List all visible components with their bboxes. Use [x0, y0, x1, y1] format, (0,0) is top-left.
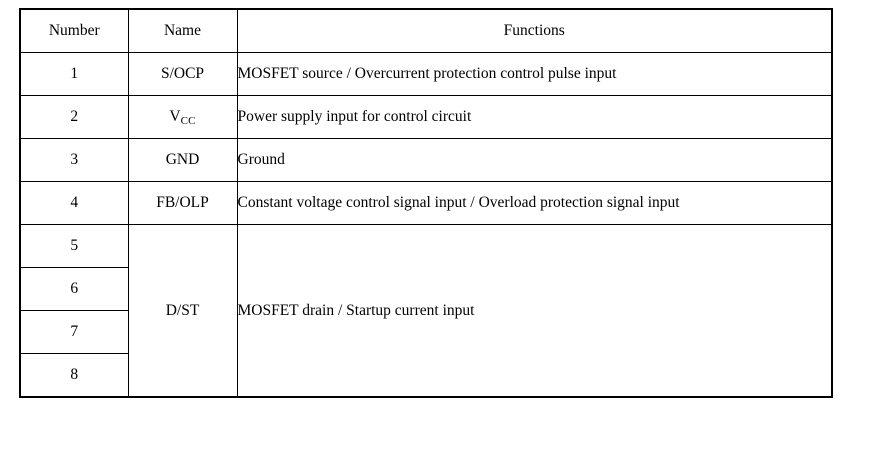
- cell-pin-function-merged: MOSFET drain / Startup current input: [236, 224, 833, 398]
- table-row: 6: [19, 267, 832, 311]
- table-row: 5 D/ST MOSFET drain / Startup current in…: [19, 224, 833, 398]
- cell-pin-number: 8: [19, 353, 129, 398]
- pin-function-table: Number Name Functions 1 S/OCP MOSFET sou…: [19, 8, 833, 398]
- column-header-number: Number: [19, 8, 129, 53]
- cell-pin-name: FB/OLP: [127, 181, 238, 225]
- cell-pin-number: 7: [19, 310, 129, 354]
- cell-pin-number: 2: [19, 95, 129, 139]
- pin-function-table-container: Number Name Functions 1 S/OCP MOSFET sou…: [19, 8, 833, 398]
- table-row: 7: [19, 310, 832, 354]
- table-row: 8: [19, 353, 832, 398]
- vcc-subscript-label: CC: [180, 115, 196, 128]
- cell-pin-number: 3: [19, 138, 129, 182]
- vcc-base-label: V: [169, 108, 181, 126]
- column-header-functions: Functions: [236, 8, 833, 53]
- cell-pin-number: 5: [19, 224, 129, 268]
- cell-pin-number: 4: [19, 181, 129, 225]
- cell-pin-name: VCC: [127, 95, 238, 139]
- column-header-name: Name: [127, 8, 238, 53]
- table-row: 4 FB/OLP Constant voltage control signal…: [19, 181, 833, 225]
- cell-pin-function: Power supply input for control circuit: [236, 95, 833, 139]
- cell-pin-number: 1: [19, 52, 129, 96]
- cell-pin-function: Constant voltage control signal input / …: [236, 181, 833, 225]
- cell-pin-name: GND: [127, 138, 238, 182]
- table-row: 1 S/OCP MOSFET source / Overcurrent prot…: [19, 52, 833, 96]
- cell-pin-function: Ground: [236, 138, 833, 182]
- table-row: 3 GND Ground: [19, 138, 833, 182]
- table-row: 2 VCC Power supply input for control cir…: [19, 95, 833, 139]
- cell-pin-name: S/OCP: [127, 52, 238, 96]
- cell-pin-function: MOSFET source / Overcurrent protection c…: [236, 52, 833, 96]
- cell-pin-name-merged: D/ST: [127, 224, 238, 398]
- cell-pin-number: 6: [19, 267, 129, 311]
- table-header-row: Number Name Functions: [19, 8, 833, 53]
